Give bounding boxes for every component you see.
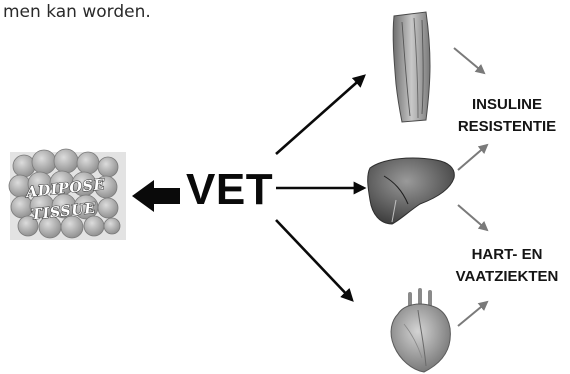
arrow-muscle-to-insulin xyxy=(454,48,484,73)
heart-icon xyxy=(391,290,450,372)
outcome-insulin-line2: RESISTENTIE xyxy=(450,116,564,138)
muscle-icon xyxy=(393,12,430,122)
left-arrow-to-adipose xyxy=(132,180,180,212)
arrow-vet-to-heart xyxy=(276,220,352,300)
outcome-cardio-line1: HART- EN xyxy=(447,244,567,266)
outcome-cardiovascular-disease: HART- EN VAATZIEKTEN xyxy=(447,244,567,288)
outcome-insulin-line1: INSULINE xyxy=(450,94,564,116)
outcome-insulin-resistance: INSULINE RESISTENTIE xyxy=(450,94,564,138)
liver-icon xyxy=(368,158,455,224)
arrow-vet-to-muscle xyxy=(276,76,364,154)
arrow-liver-to-cardiovascular xyxy=(458,205,487,230)
outcome-cardio-line2: VAATZIEKTEN xyxy=(447,266,567,288)
arrow-heart-to-cardiovascular xyxy=(458,302,487,326)
adipose-tissue-icon: ADIPOSE TISSUE xyxy=(9,149,126,240)
center-label-vet: VET xyxy=(186,168,273,212)
arrow-liver-to-insulin xyxy=(458,145,487,170)
